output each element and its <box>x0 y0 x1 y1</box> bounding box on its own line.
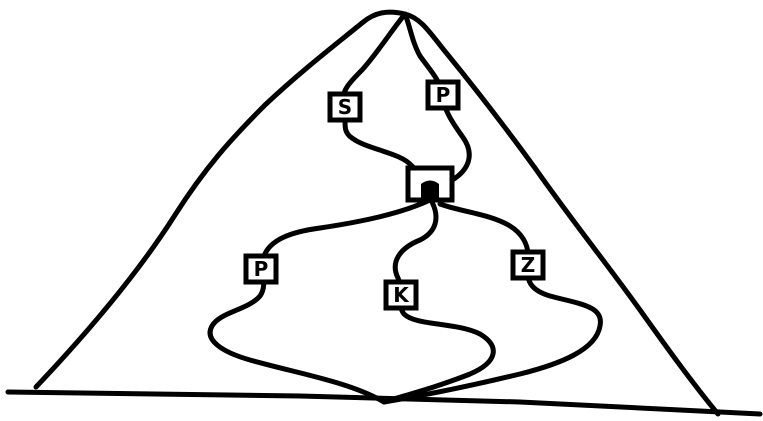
sign-s-upper-left: S <box>330 94 360 120</box>
sign-z-lower-right: Z <box>513 252 543 278</box>
mountain-outline <box>36 12 718 414</box>
sign-letter: Z <box>521 253 536 277</box>
sign-p-upper-right: P <box>428 82 458 108</box>
hut <box>408 168 452 200</box>
sign-letter: P <box>254 257 269 281</box>
sign-letter: K <box>393 283 410 307</box>
sign-letter: P <box>436 83 451 107</box>
sign-letter: S <box>338 95 352 119</box>
sign-p-lower-left: P <box>246 256 276 282</box>
sign-k-lower-middle: K <box>386 282 416 308</box>
hut-door-icon <box>421 181 439 199</box>
